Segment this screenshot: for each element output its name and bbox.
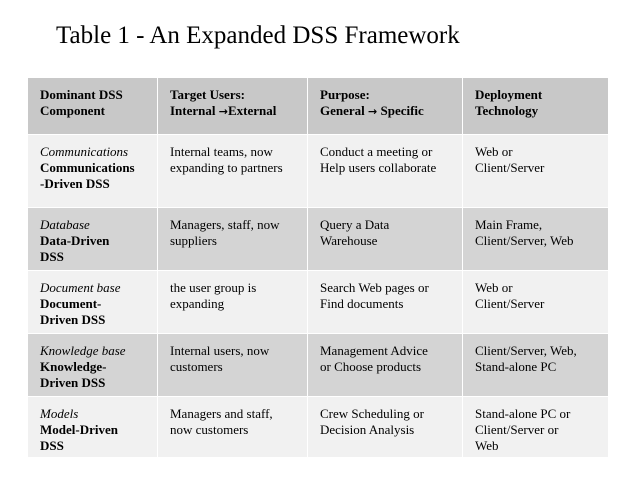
cell-users: Managers, staff, now suppliers [157,207,308,271]
cell-purpose: Crew Scheduling or Decision Analysis [307,396,463,458]
table-row: Models Model-Driven DSS Managers and sta… [27,396,609,458]
table-header-row: Dominant DSS Component Target Users: Int… [27,77,609,135]
table-row: Database Data-Driven DSS Managers, staff… [27,207,609,271]
cell-technology: Web or Client/Server [462,270,609,334]
cell-purpose: Management Advice or Choose products [307,333,463,397]
cell-purpose: Query a Data Warehouse [307,207,463,271]
cell-technology: Web or Client/Server [462,134,609,208]
table-row: Communications Communications -Driven DS… [27,134,609,208]
arrow-right-icon: → [368,105,378,118]
cell-component: Models Model-Driven DSS [27,396,158,458]
dss-framework-table: Dominant DSS Component Target Users: Int… [27,77,609,458]
cell-component: Database Data-Driven DSS [27,207,158,271]
cell-component: Knowledge base Knowledge- Driven DSS [27,333,158,397]
page-title: Table 1 - An Expanded DSS Framework [56,22,460,49]
cell-component: Communications Communications -Driven DS… [27,134,158,208]
cell-component: Document base Document- Driven DSS [27,270,158,334]
cell-users: Internal teams, now expanding to partner… [157,134,308,208]
header-deployment-technology: Deployment Technology [462,77,609,135]
cell-users: Internal users, now customers [157,333,308,397]
cell-purpose: Search Web pages or Find documents [307,270,463,334]
table-row: Knowledge base Knowledge- Driven DSS Int… [27,333,609,397]
cell-purpose: Conduct a meeting or Help users collabor… [307,134,463,208]
header-dominant-component: Dominant DSS Component [27,77,158,135]
header-target-users: Target Users: Internal →External [157,77,308,135]
table-row: Document base Document- Driven DSS the u… [27,270,609,334]
cell-technology: Client/Server, Web, Stand-alone PC [462,333,609,397]
cell-technology: Main Frame, Client/Server, Web [462,207,609,271]
arrow-right-icon: → [218,105,228,118]
cell-technology: Stand-alone PC or Client/Server or Web [462,396,609,458]
header-purpose: Purpose: General → Specific [307,77,463,135]
cell-users: the user group is expanding [157,270,308,334]
cell-users: Managers and staff, now customers [157,396,308,458]
